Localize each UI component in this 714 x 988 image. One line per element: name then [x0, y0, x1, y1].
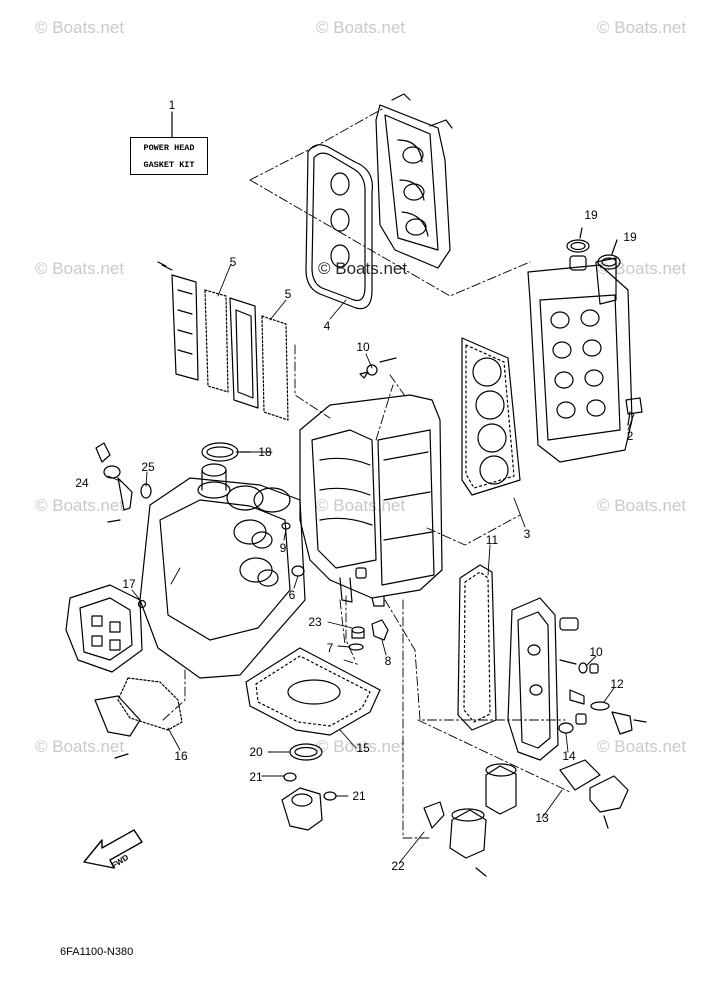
valve-cover-casting — [375, 93, 453, 269]
callout-3: 3 — [523, 527, 531, 541]
callout-2: 2 — [626, 429, 634, 443]
diagram-code: 6FA1100-N380 — [60, 946, 134, 958]
oil-seals-19 — [566, 227, 621, 270]
watermark: © Boats.net — [35, 18, 125, 37]
plug-2 — [625, 397, 643, 426]
callout-13: 13 — [535, 811, 549, 825]
callout-14: 14 — [562, 749, 576, 763]
kit-label-line1: POWER HEAD — [143, 143, 195, 153]
watermark: © Boats.net — [35, 737, 125, 756]
callout-10: 10 — [356, 340, 370, 354]
callout-7: 7 — [326, 641, 334, 655]
callout-19: 19 — [584, 208, 598, 222]
watermark: © Boats.net — [316, 18, 406, 37]
callout-10: 10 — [589, 645, 603, 659]
bolt-10-lower — [559, 659, 599, 674]
gasket-4-valve-cover — [305, 144, 373, 310]
callout-25: 25 — [141, 460, 155, 474]
sensor-8 — [371, 619, 389, 641]
callout-4: 4 — [323, 319, 331, 333]
plate-13 — [559, 759, 629, 829]
part-12 — [569, 689, 647, 735]
callout-11: 11 — [485, 533, 499, 547]
watermark: © Boats.net — [316, 737, 406, 756]
callout-24: 24 — [75, 476, 89, 490]
head-gasket-3 — [461, 337, 521, 496]
callout-22: 22 — [391, 859, 405, 873]
kit-label-line2: GASKET KIT — [143, 160, 195, 170]
callout-5: 5 — [229, 255, 237, 269]
watermark-center: © Boats.net — [318, 259, 408, 278]
callout-17: 17 — [122, 577, 136, 591]
gasket-16 — [94, 677, 183, 759]
callout-5: 5 — [284, 287, 292, 301]
callout-16: 16 — [174, 749, 188, 763]
callout-12: 12 — [610, 677, 624, 691]
oring-7 — [348, 643, 364, 651]
watermark: © Boats.net — [35, 496, 125, 515]
callout-leaders — [107, 263, 635, 863]
exhaust-cover-plates-5 — [157, 261, 289, 421]
watermark: © Boats.net — [597, 18, 687, 37]
bolt-10-upper — [359, 357, 397, 379]
callout-21: 21 — [352, 789, 366, 803]
seal-20 — [289, 743, 323, 761]
watermark: © Boats.net — [597, 737, 687, 756]
watermark: © Boats.net — [316, 496, 406, 515]
power-head-gasket-kit-label: POWER HEAD GASKET KIT — [130, 137, 208, 175]
callout-15: 15 — [356, 741, 370, 755]
plug-23 — [351, 626, 365, 639]
oring-6 — [291, 565, 305, 577]
fitting-24-25 — [95, 442, 152, 523]
cylinder-block — [299, 394, 443, 607]
callout-19: 19 — [623, 230, 637, 244]
callout-1: 1 — [168, 98, 176, 112]
left-cover — [65, 584, 143, 673]
oring-14 — [558, 713, 587, 734]
callout-9: 9 — [279, 541, 287, 555]
watermark: © Boats.net — [35, 259, 125, 278]
gasket-15 — [245, 647, 381, 736]
gasket-11 — [457, 564, 497, 731]
exhaust-cover — [507, 597, 579, 761]
fwd-arrow — [83, 829, 143, 869]
filter-assembly-22 — [423, 763, 517, 877]
callout-6: 6 — [288, 588, 296, 602]
oring-17 — [137, 599, 147, 609]
callout-20: 20 — [249, 745, 263, 759]
watermark: © Boats.net — [597, 496, 687, 515]
cylinder-head — [527, 255, 633, 463]
callout-21: 21 — [249, 770, 263, 784]
callout-23: 23 — [308, 615, 322, 629]
oring-9 — [281, 522, 291, 530]
callout-18: 18 — [258, 445, 272, 459]
housing-21 — [281, 772, 337, 831]
crankshaft-assembly — [139, 463, 306, 679]
callout-8: 8 — [384, 654, 392, 668]
leader-lines — [162, 107, 571, 839]
